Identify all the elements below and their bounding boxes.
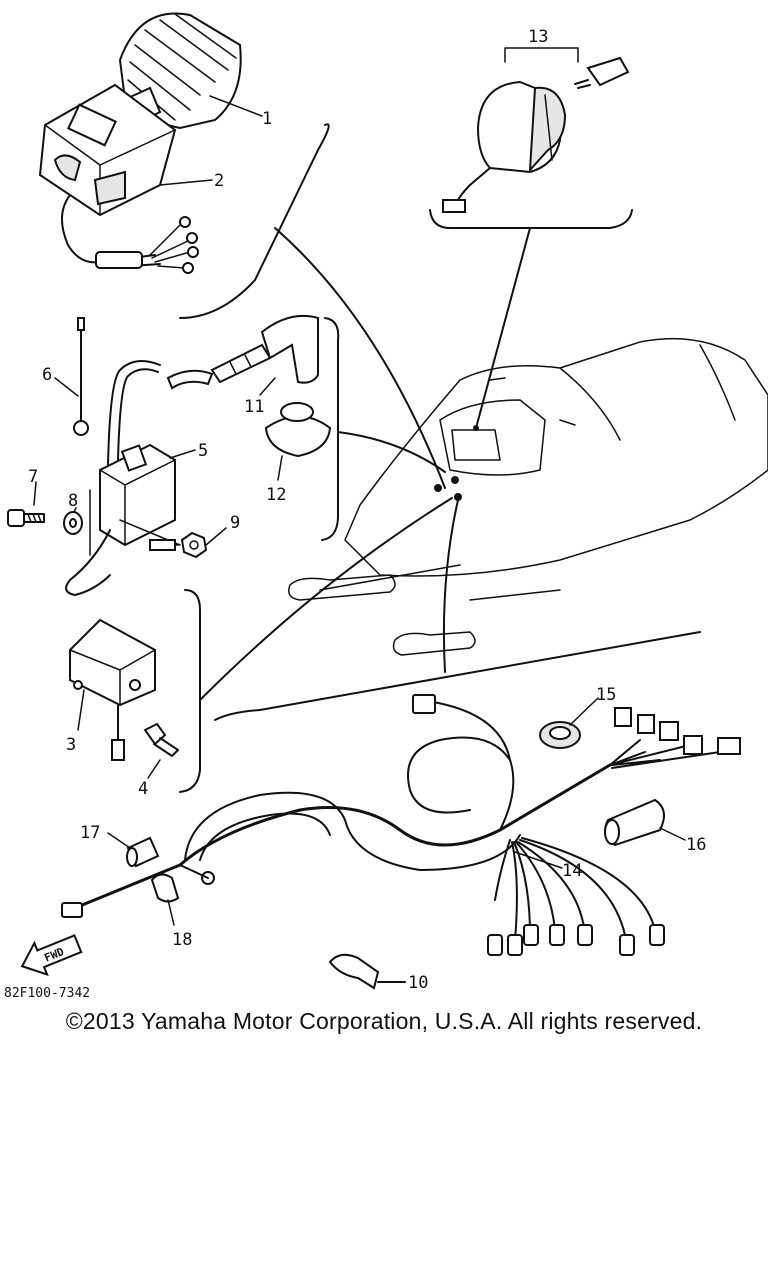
part-9-nut [119,519,208,559]
callout-1: 1 [262,109,272,129]
leader-cdi [199,497,453,701]
part-6-strap [73,317,89,436]
group-divider-cdi [179,589,201,793]
callout-leaders [33,95,686,926]
callout-16: 16 [686,835,706,855]
part-14-wire-harness [61,694,741,956]
part-12-cap [264,402,332,458]
part-8-washer [63,511,83,535]
part-16-cap [604,798,665,847]
part-10-clamp [328,953,406,990]
callout-5: 5 [198,441,208,461]
callout-6: 6 [42,365,52,385]
part-15-grommet [539,721,581,749]
callout-17: 17 [80,823,100,843]
callout-10: 10 [408,973,428,993]
snowmobile-body [288,337,768,656]
leader-group2 [337,431,446,473]
callout-11: 11 [244,397,264,417]
callout-4: 4 [138,779,148,799]
drawing-code: 82F100-7342 [4,986,91,1001]
copyright-notice: ©2013 Yamaha Motor Corporation, U.S.A. A… [65,1008,703,1034]
part-17-sleeve [126,836,160,868]
part-13-main-switch [442,47,630,213]
part-7-bolt [7,509,45,527]
callout-9: 9 [230,513,240,533]
diagram-svg: FWD 1 2 3 4 5 6 7 8 9 10 11 12 13 14 15 … [7,12,768,993]
callout-14: 14 [562,861,582,881]
group-divider-harness [214,631,701,721]
group-divider-top [179,123,330,319]
part-18-clamp [150,873,180,903]
part-2-switch-housing [38,83,199,274]
callout-8: 8 [68,491,78,511]
leader-group1 [274,227,446,489]
callout-3: 3 [66,735,76,755]
leader-group13 [475,227,531,429]
part-11-plug-cap [166,314,319,390]
callout-12: 12 [266,485,286,505]
parts-diagram: FWD 1 2 3 4 5 6 7 8 9 10 11 12 13 14 15 … [7,12,768,993]
callout-13: 13 [528,27,548,47]
callout-7: 7 [28,467,38,487]
part-5-ignition-coil [65,360,176,596]
part-4-bolt [143,722,179,757]
leader-harness [442,499,459,673]
callout-15: 15 [596,685,616,705]
group-divider-mid [321,317,340,541]
callout-2: 2 [214,171,224,191]
callout-18: 18 [172,930,192,950]
fwd-direction-arrow: FWD [20,934,83,977]
part-3-cdi-unit [69,618,156,761]
